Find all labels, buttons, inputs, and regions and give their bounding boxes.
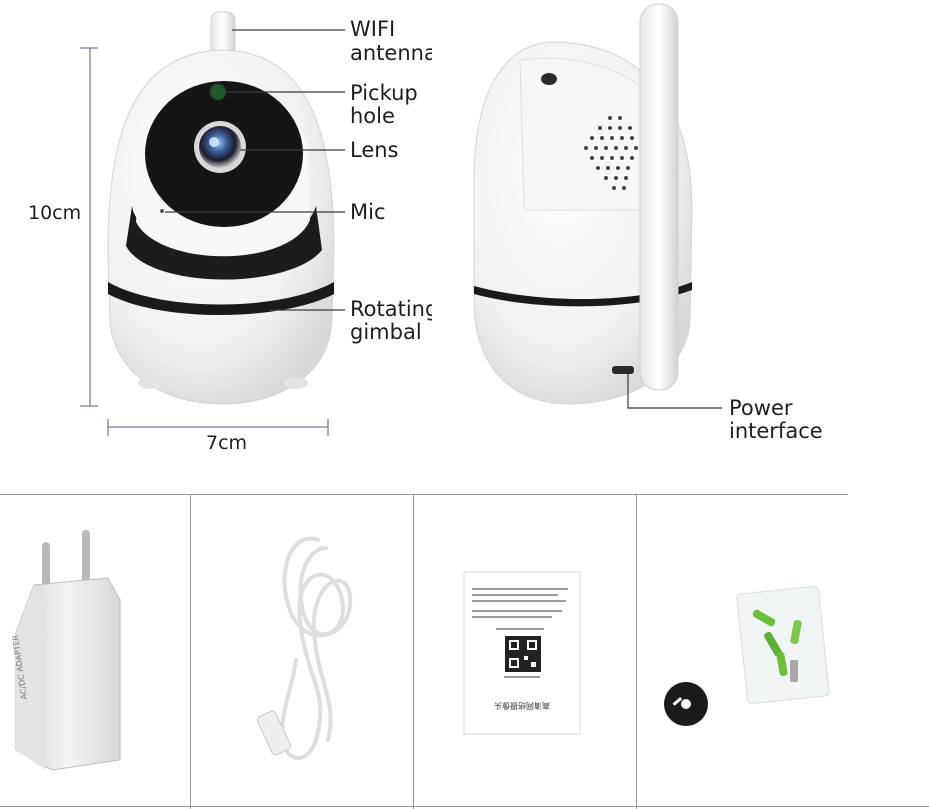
label-height: 10cm — [28, 202, 82, 224]
panel-divider-1 — [190, 494, 191, 809]
front-leader-lines — [165, 29, 345, 311]
panel-divider-2 — [413, 494, 414, 809]
back-antenna — [639, 3, 679, 391]
label-width: 7cm — [206, 432, 248, 454]
manual-title: 高清网络摄像头 — [494, 701, 550, 710]
front-antenna — [210, 11, 236, 57]
wall-mount — [664, 682, 708, 726]
label-wifi-line2: antenna — [350, 42, 432, 65]
gimbal-ring — [108, 282, 334, 315]
power-adapter — [15, 530, 121, 771]
user-manual — [463, 571, 581, 735]
panel-divider-3 — [636, 494, 637, 809]
usb-cable — [279, 536, 353, 761]
power-leader-line — [627, 374, 722, 409]
usb-plug — [256, 710, 292, 756]
speaker-grill — [584, 116, 638, 190]
label-power-line1: Power — [729, 397, 793, 420]
power-port — [612, 366, 634, 374]
back-camera — [473, 3, 693, 405]
panel-top-border — [0, 494, 848, 495]
label-mic: Mic — [350, 201, 386, 224]
label-pickup-line2: hole — [350, 105, 395, 128]
panel-bottom-border — [0, 806, 929, 807]
label-gimbal-line1: Rotating — [350, 298, 432, 321]
label-power-line2: interface — [729, 420, 823, 443]
label-pickup-line1: Pickup — [350, 82, 418, 105]
mic-hole — [160, 209, 164, 213]
label-gimbal-line2: gimbal — [350, 321, 422, 344]
label-lens: Lens — [350, 139, 399, 162]
front-camera — [107, 11, 335, 405]
label-wifi-line1: WIFI — [350, 18, 396, 41]
screw-pack — [736, 585, 830, 705]
dimension-lines — [80, 47, 329, 436]
